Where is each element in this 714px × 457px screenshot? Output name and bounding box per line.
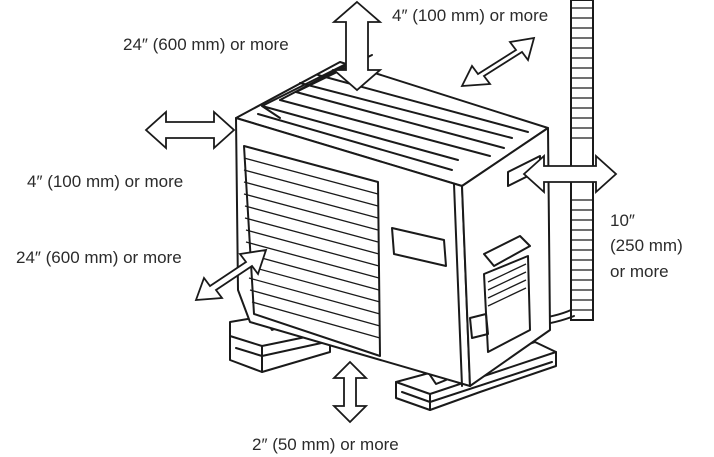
arrow-top	[331, 0, 383, 92]
arrow-left	[144, 109, 236, 151]
arrow-right	[522, 153, 618, 195]
outdoor-unit	[235, 54, 551, 387]
label-front-clearance: 24″ (600 mm) or more	[16, 248, 182, 267]
label-right-clearance-line2: (250 mm)	[610, 236, 683, 255]
label-bottom-clearance: 2″ (50 mm) or more	[252, 435, 399, 454]
arrow-bottom	[331, 360, 369, 424]
arrow-rear	[460, 36, 536, 88]
label-top-clearance: 24″ (600 mm) or more	[123, 35, 289, 54]
label-rear-clearance: 4″ (100 mm) or more	[392, 6, 548, 25]
arrow-front	[194, 248, 268, 302]
wall-pipe	[529, 0, 594, 327]
label-right-clearance-line3: or more	[610, 262, 669, 281]
label-right-clearance-line1: 10″	[610, 211, 635, 230]
label-left-clearance: 4″ (100 mm) or more	[27, 172, 183, 191]
